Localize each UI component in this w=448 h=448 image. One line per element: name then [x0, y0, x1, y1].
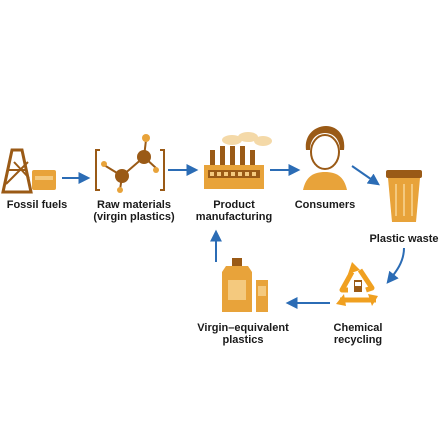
plastic-waste-label: Plastic waste: [369, 233, 439, 245]
factory-icon: [204, 132, 272, 189]
consumers-label: Consumers: [294, 199, 356, 211]
oil-derrick-icon: [1, 148, 56, 194]
virgin-equivalent-label: Virgin–equivalent plastics: [188, 322, 298, 346]
waste-bin-icon: [386, 170, 422, 222]
virgin-equivalent-subtitle: plastics: [222, 334, 264, 346]
chemical-recycling-label: Chemical recycling: [318, 322, 398, 346]
recycle-icon: [336, 262, 378, 306]
raw-materials-title: Raw materials: [97, 199, 171, 211]
molecule-icon: [95, 134, 165, 193]
containers-icon: [222, 258, 268, 312]
product-subtitle: manufacturing: [195, 211, 273, 223]
arrow-waste-to-recycling: [386, 247, 405, 284]
virgin-equivalent-title: Virgin–equivalent: [197, 322, 289, 334]
arrow-consumers-to-waste: [351, 165, 380, 186]
fossil-fuels-label: Fossil fuels: [6, 199, 68, 211]
raw-materials-label: Raw materials (virgin plastics): [86, 199, 182, 223]
raw-materials-subtitle: (virgin plastics): [93, 211, 175, 223]
product-manufacturing-label: Product manufacturing: [186, 199, 282, 223]
chemical-title: Chemical: [333, 322, 383, 334]
product-title: Product: [213, 199, 255, 211]
chemical-subtitle: recycling: [333, 334, 383, 346]
person-icon: [303, 126, 347, 190]
